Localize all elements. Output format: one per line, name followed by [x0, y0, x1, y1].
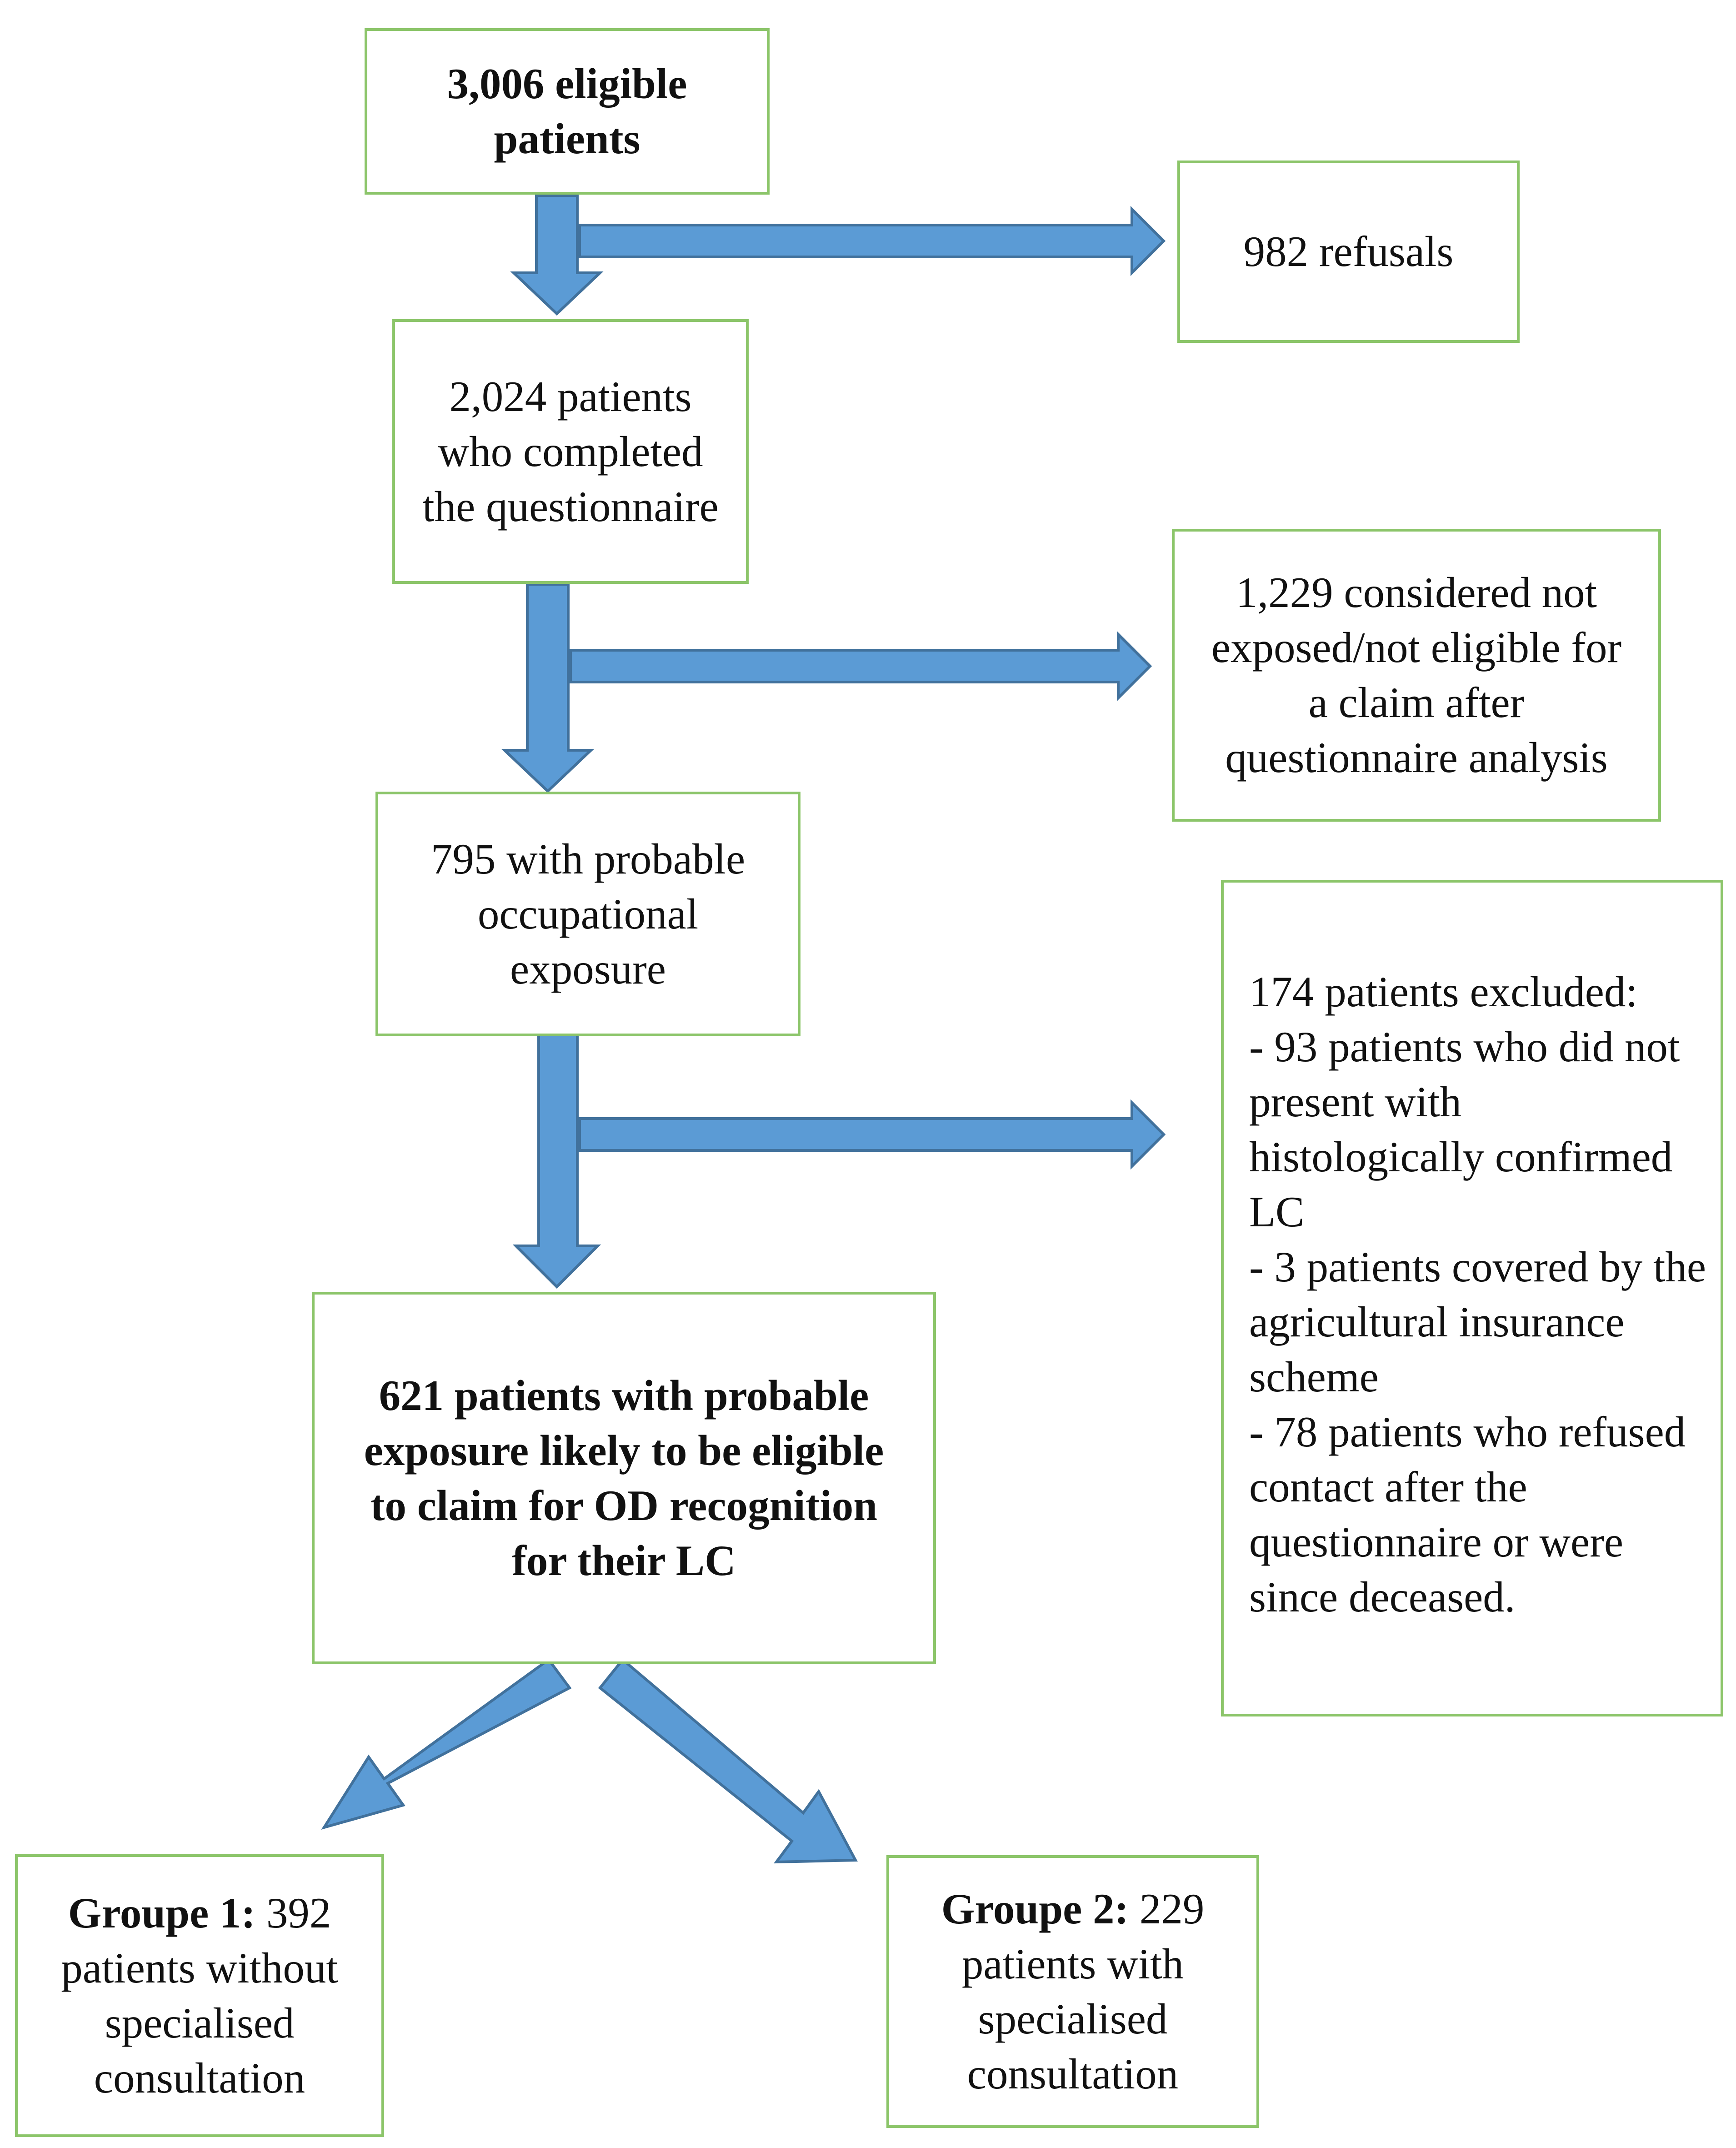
excluded-content: 174 patients excluded: - 93 patients who…	[1249, 964, 1707, 1625]
excluded-item-2: - 3 patients covered by the agricultural…	[1249, 1243, 1706, 1401]
box-group-1: Groupe 1: 392 patients without specialis…	[15, 1854, 384, 2137]
group2-text: 229 patients with specialised consultati…	[961, 1885, 1205, 2098]
excluded-title: 174 patients excluded:	[1249, 968, 1638, 1016]
group1-content: Groupe 1: 392 patients without specialis…	[36, 1886, 363, 2106]
box-probable-exposure: 795 with probable occupational exposure	[375, 792, 800, 1036]
completed-text: 2,024 patients who completed the questio…	[422, 372, 719, 531]
arrow-down-3	[512, 1033, 601, 1289]
eligible-patients-text: 3,006 eligible patients	[447, 60, 687, 163]
arrow-down-2	[501, 583, 595, 793]
arrow-right-not-exposed	[569, 631, 1152, 702]
arrow-right-excluded	[578, 1099, 1166, 1170]
arrow-diag-group1	[321, 1657, 572, 1830]
group2-content: Groupe 2: 229 patients with specialised …	[907, 1882, 1238, 2102]
box-not-exposed: 1,229 considered not exposed/not eligibl…	[1172, 529, 1661, 822]
excluded-item-1: - 93 patients who did not present with h…	[1249, 1023, 1680, 1236]
refusals-text: 982 refusals	[1243, 227, 1454, 276]
box-completed-questionnaire: 2,024 patients who completed the questio…	[392, 319, 749, 584]
eligible-claim-text: 621 patients with probable exposure like…	[364, 1371, 884, 1585]
group1-text: 392 patients without specialised consult…	[61, 1889, 338, 2102]
group1-label: Groupe 1:	[68, 1889, 256, 1937]
box-group-2: Groupe 2: 229 patients with specialised …	[886, 1855, 1259, 2128]
box-eligible-patients: 3,006 eligible patients	[365, 28, 770, 195]
arrow-right-refusals	[578, 206, 1166, 276]
arrow-down-1	[510, 194, 604, 316]
not-exposed-text: 1,229 considered not exposed/not eligibl…	[1211, 568, 1622, 782]
arrow-diag-group2	[598, 1657, 858, 1864]
excluded-item-3: - 78 patients who refused contact after …	[1249, 1408, 1686, 1621]
probable-exposure-text: 795 with probable occupational exposure	[430, 834, 745, 993]
box-excluded: 174 patients excluded: - 93 patients who…	[1221, 880, 1723, 1716]
box-eligible-claim: 621 patients with probable exposure like…	[312, 1292, 936, 1664]
box-refusals: 982 refusals	[1177, 161, 1520, 343]
group2-label: Groupe 2:	[941, 1885, 1129, 1933]
